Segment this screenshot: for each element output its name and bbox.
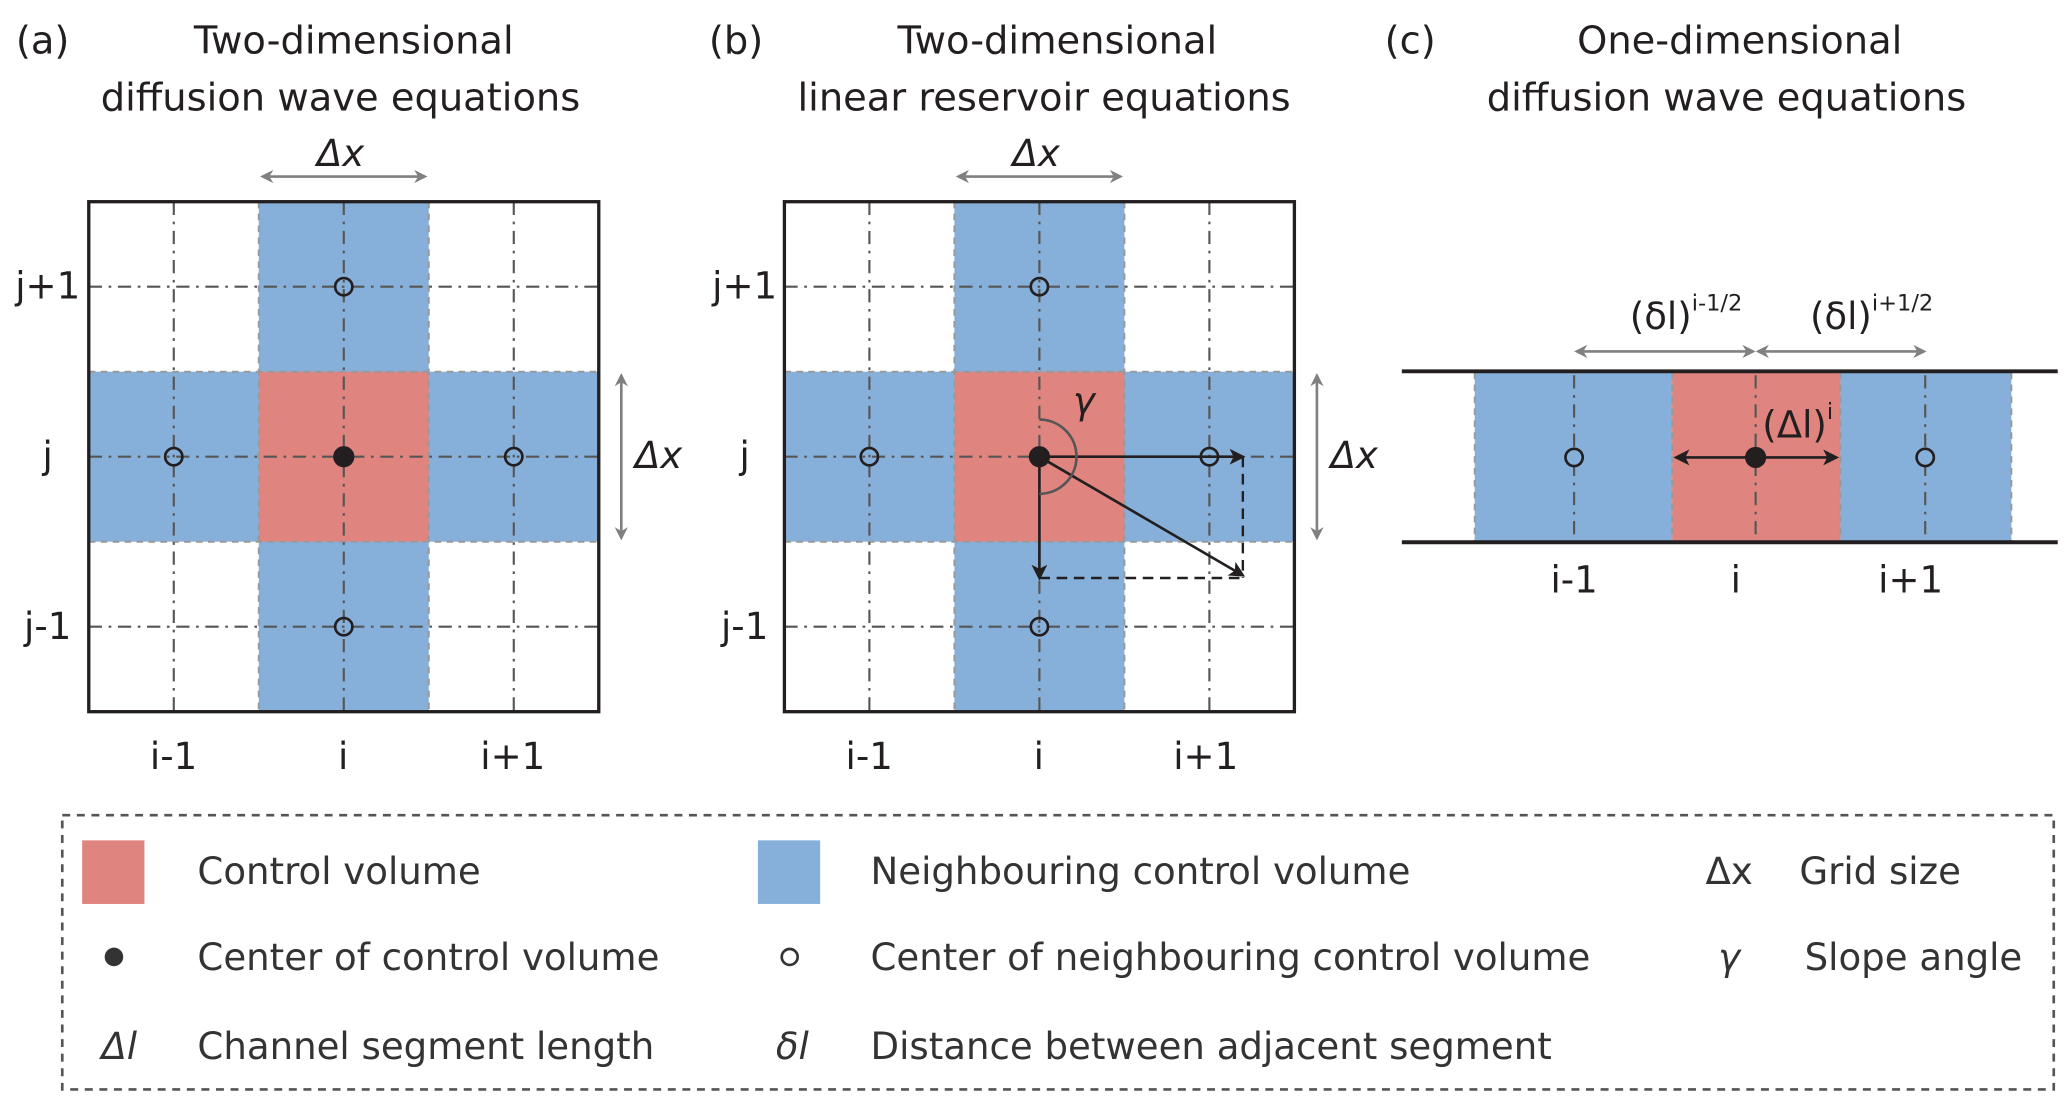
legend-gamma-symbol: γ bbox=[1718, 936, 1742, 979]
legend-neighbour-center-label: Center of neighbouring control volume bbox=[871, 936, 1591, 979]
panel-c-tag: (c) bbox=[1385, 18, 1436, 63]
legend-border bbox=[60, 813, 2056, 1091]
legend-dl-symbol: δl bbox=[776, 1025, 810, 1068]
panel-c-dl-right: (δl)i+1/2 bbox=[1810, 290, 1933, 338]
panel-a-title-line2: diffusion wave equations bbox=[101, 75, 581, 120]
legend-DL-symbol: Δl bbox=[98, 1025, 137, 1068]
panel-a-frame bbox=[87, 200, 601, 714]
panel-a-neighbour-center bbox=[163, 446, 184, 467]
panel-b-label-ip1: i+1 bbox=[1173, 735, 1238, 778]
panel-b-title-line1: Two-dimensional bbox=[896, 18, 1217, 63]
panel-b-gamma: γ bbox=[1073, 380, 1097, 423]
panel-c-center-dot bbox=[1745, 446, 1767, 469]
panel-a-tag: (a) bbox=[16, 18, 70, 63]
panel-c-label-ip1: i+1 bbox=[1878, 559, 1943, 602]
legend-DL-label: Channel segment length bbox=[197, 1025, 654, 1068]
legend-neighbour-label: Neighbouring control volume bbox=[871, 850, 1411, 893]
panel-c-title-line2: diffusion wave equations bbox=[1487, 75, 1967, 120]
panel-a-neighbour-center bbox=[333, 616, 354, 637]
legend-center-label: Center of control volume bbox=[197, 936, 659, 979]
panel-c-dl-left: (δl)i-1/2 bbox=[1630, 290, 1743, 338]
panel-c-title-line1: One-dimensional bbox=[1577, 18, 1902, 63]
panel-c-label-im1: i-1 bbox=[1550, 559, 1597, 602]
legend-dx-label: Grid size bbox=[1799, 850, 1961, 893]
panel-b-neighbour-center bbox=[1029, 276, 1050, 297]
panel-a-label-j: j bbox=[42, 434, 53, 477]
panel-a-title-line1: Two-dimensional bbox=[193, 18, 514, 63]
panel-b-label-jp1: j+1 bbox=[711, 264, 777, 307]
legend-dx-symbol: Δx bbox=[1705, 850, 1752, 893]
panel-c-neighbour-center bbox=[1915, 447, 1936, 468]
panel-b-dx-side: Δx bbox=[1327, 434, 1378, 477]
panel-b-title-line2: linear reservoir equations bbox=[797, 75, 1290, 120]
panel-a-label-ip1: i+1 bbox=[480, 735, 545, 778]
panel-a-dx-side: Δx bbox=[632, 434, 683, 477]
panel-c-neighbour-center bbox=[1564, 447, 1585, 468]
panel-b-gamma-arc bbox=[1039, 418, 1078, 496]
legend-control-label: Control volume bbox=[197, 850, 480, 893]
legend-control-swatch bbox=[82, 840, 145, 904]
panel-a-dx-top: Δx bbox=[314, 132, 365, 175]
legend-center-dot bbox=[104, 947, 124, 967]
panel-a-neighbour-center bbox=[503, 446, 524, 467]
panel-b-label-i: i bbox=[1034, 735, 1044, 778]
panel-b-tag: (b) bbox=[709, 18, 763, 63]
panel-b-resultant-flow-arrow bbox=[1038, 455, 1246, 577]
panel-b-dx-top: Δx bbox=[1009, 132, 1060, 175]
panel-b-neighbour-center bbox=[859, 446, 880, 467]
legend-neighbour-center-circle bbox=[780, 947, 799, 967]
panel-a-label-i: i bbox=[338, 735, 348, 778]
panel-a-label-jm1: j-1 bbox=[23, 605, 71, 648]
panel-a-center-dot bbox=[333, 446, 355, 468]
panel-a-label-im1: i-1 bbox=[150, 735, 197, 778]
panel-b-frame bbox=[782, 200, 1297, 714]
panel-c-label-i: i bbox=[1731, 559, 1741, 602]
panel-c-DL: (Δl)i bbox=[1762, 399, 1833, 447]
panel-a-neighbour-center bbox=[333, 276, 354, 297]
legend-neighbour-swatch bbox=[757, 840, 821, 904]
panel-b-label-j: j bbox=[738, 434, 749, 477]
legend-gamma-label: Slope angle bbox=[1805, 936, 2023, 979]
panel-a-label-jp1: j+1 bbox=[14, 264, 80, 307]
panel-b-label-im1: i-1 bbox=[846, 735, 893, 778]
panel-b-label-jm1: j-1 bbox=[720, 605, 768, 648]
panel-b-neighbour-center bbox=[1029, 616, 1050, 637]
legend-dl-label: Distance between adjacent segment bbox=[871, 1025, 1552, 1068]
legend: Control volume Neighbouring control volu… bbox=[60, 813, 2056, 1091]
